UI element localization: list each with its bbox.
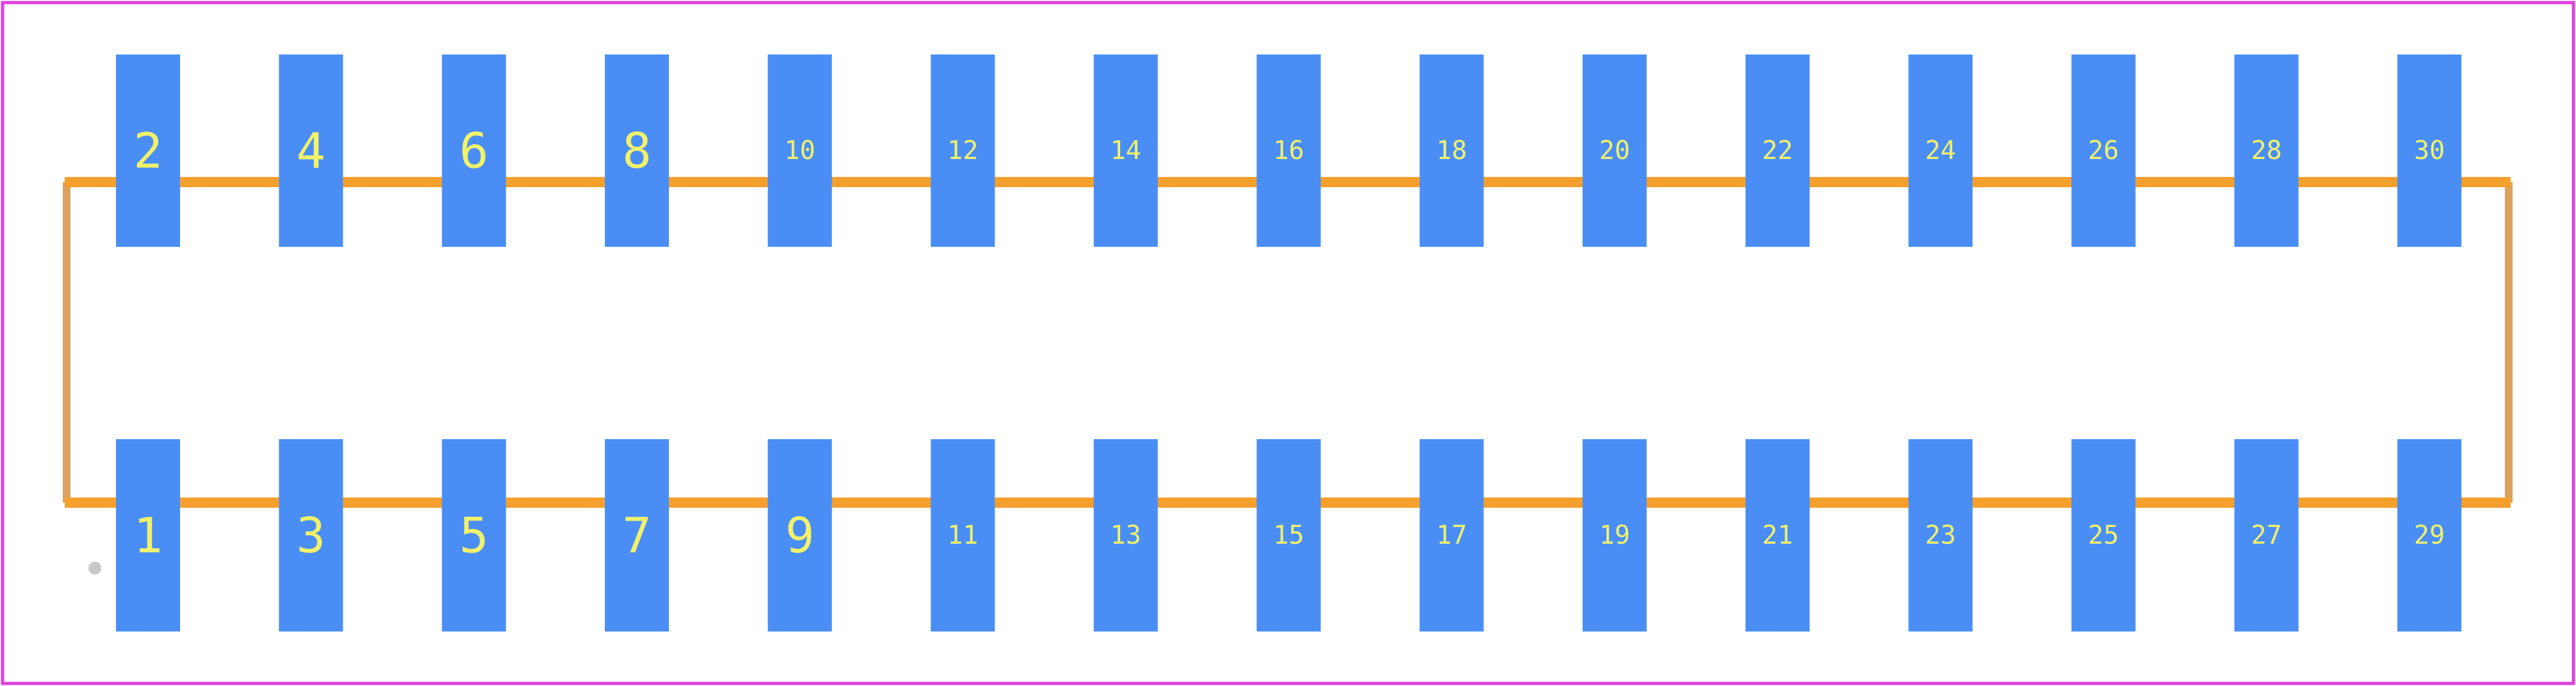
pad-label-20: 20 bbox=[1599, 136, 1630, 165]
pad-18 bbox=[1419, 54, 1484, 247]
pad-28 bbox=[2234, 54, 2299, 247]
pad-2 bbox=[116, 54, 180, 247]
pad-label-28: 28 bbox=[2251, 136, 2282, 165]
pad-label-24: 24 bbox=[1925, 136, 1956, 165]
pad-label-15: 15 bbox=[1273, 521, 1304, 550]
pad-9 bbox=[768, 439, 832, 632]
pad-15 bbox=[1257, 439, 1321, 632]
pad-label-4: 4 bbox=[296, 122, 326, 180]
pad-14 bbox=[1093, 54, 1158, 247]
pad-label-11: 11 bbox=[947, 521, 978, 550]
pad-label-17: 17 bbox=[1436, 521, 1467, 550]
pad-label-25: 25 bbox=[2088, 521, 2119, 550]
pad-3 bbox=[279, 439, 343, 632]
pad-21 bbox=[1746, 439, 1810, 632]
pad-label-22: 22 bbox=[1762, 136, 1793, 165]
pad-label-9: 9 bbox=[785, 507, 814, 564]
pad-label-19: 19 bbox=[1599, 521, 1630, 550]
pad-6 bbox=[442, 54, 506, 247]
pad-label-1: 1 bbox=[133, 507, 163, 564]
pad-29 bbox=[2397, 439, 2462, 632]
pad-25 bbox=[2071, 439, 2136, 632]
pad-label-3: 3 bbox=[296, 507, 326, 564]
pad-label-16: 16 bbox=[1273, 136, 1304, 165]
pad-label-7: 7 bbox=[622, 507, 652, 564]
pad-10 bbox=[768, 54, 832, 247]
pin-1-marker-dot bbox=[88, 562, 101, 574]
pad-8 bbox=[604, 54, 669, 247]
pad-17 bbox=[1419, 439, 1484, 632]
pad-label-21: 21 bbox=[1762, 521, 1793, 550]
pad-label-29: 29 bbox=[2414, 521, 2445, 550]
pad-24 bbox=[1908, 54, 1973, 247]
pad-5 bbox=[442, 439, 506, 632]
pad-label-8: 8 bbox=[622, 122, 652, 180]
pad-label-18: 18 bbox=[1436, 136, 1467, 165]
pad-11 bbox=[930, 439, 995, 632]
pad-26 bbox=[2071, 54, 2136, 247]
pad-16 bbox=[1257, 54, 1321, 247]
pad-27 bbox=[2234, 439, 2299, 632]
pad-label-23: 23 bbox=[1925, 521, 1956, 550]
pad-label-26: 26 bbox=[2088, 136, 2119, 165]
pad-label-2: 2 bbox=[133, 122, 163, 180]
pad-12 bbox=[930, 54, 995, 247]
pad-label-6: 6 bbox=[459, 122, 489, 180]
pad-1 bbox=[116, 439, 180, 632]
pad-label-14: 14 bbox=[1110, 136, 1141, 165]
pad-4 bbox=[279, 54, 343, 247]
pad-label-27: 27 bbox=[2251, 521, 2282, 550]
pad-19 bbox=[1582, 439, 1647, 632]
pad-label-13: 13 bbox=[1110, 521, 1141, 550]
pad-13 bbox=[1093, 439, 1158, 632]
pad-7 bbox=[604, 439, 669, 632]
pad-30 bbox=[2397, 54, 2462, 247]
pad-label-30: 30 bbox=[2414, 136, 2445, 165]
pad-label-5: 5 bbox=[459, 507, 489, 564]
pad-label-10: 10 bbox=[784, 136, 815, 165]
pad-22 bbox=[1746, 54, 1810, 247]
pad-20 bbox=[1582, 54, 1647, 247]
pad-label-12: 12 bbox=[947, 136, 978, 165]
pad-23 bbox=[1908, 439, 1973, 632]
